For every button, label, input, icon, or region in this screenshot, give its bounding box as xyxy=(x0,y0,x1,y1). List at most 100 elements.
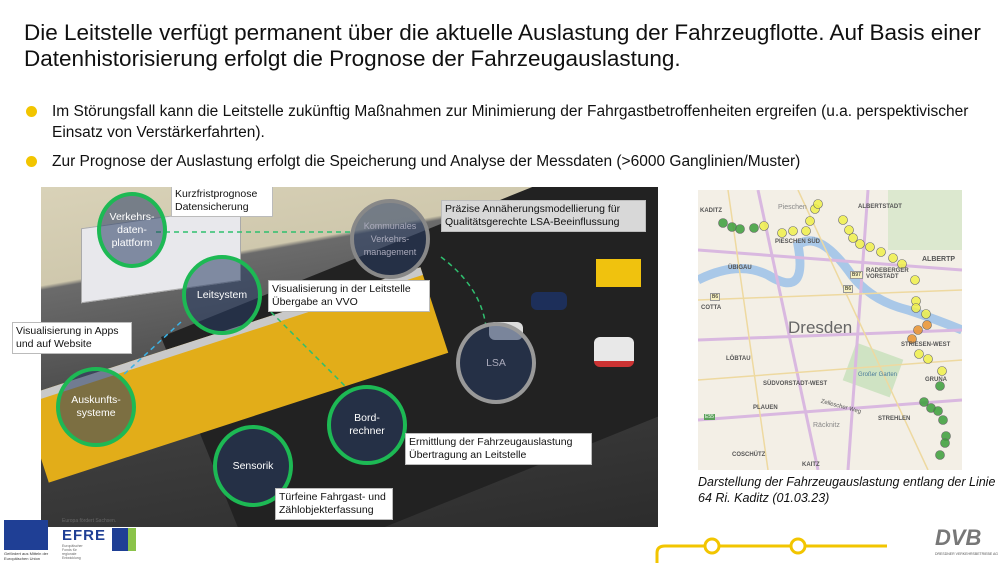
road-sign: B97 xyxy=(850,271,863,279)
node-verkehrsdatenplattform: Verkehrs-daten-plattform xyxy=(97,192,167,268)
load-dot-low xyxy=(935,381,945,391)
bullet-list: Im Störungsfall kann die Leitstelle zukü… xyxy=(24,101,984,180)
load-dots xyxy=(718,199,951,460)
load-dot-medium xyxy=(759,221,769,231)
load-dot-low xyxy=(938,415,948,425)
load-dot-high xyxy=(907,334,917,344)
map-place-label: PIESCHEN SÜD xyxy=(775,239,821,245)
map-place-label: STRIESEN-WEST xyxy=(901,342,951,348)
label-tuerfeine-erfassung: Türfeine Fahrgast- und Zählobjekterfassu… xyxy=(275,488,393,520)
road-sign: B6 xyxy=(710,293,721,301)
load-dot-medium xyxy=(844,225,854,235)
map-place-label: ALBERTP xyxy=(922,256,956,263)
map-city-label: Dresden xyxy=(788,318,853,337)
map-base xyxy=(698,190,962,470)
load-dot-low xyxy=(933,406,943,416)
load-dot-medium xyxy=(813,199,823,209)
node-label: Bord-rechner xyxy=(349,412,385,437)
node-auskunftssysteme: Auskunfts-systeme xyxy=(56,367,136,447)
road-sign: B6 xyxy=(843,285,854,293)
load-dot-low xyxy=(935,450,945,460)
load-dot-medium xyxy=(911,303,921,313)
map-place-label: ALBERTSTADT xyxy=(858,204,902,210)
node-lsa: LSA xyxy=(456,322,536,404)
dvb-logo: DVB xyxy=(935,525,982,550)
bullet-text: Zur Prognose der Auslastung erfolgt die … xyxy=(52,153,801,170)
map-place-label: GRUNA xyxy=(925,377,947,383)
node-label: Sensorik xyxy=(232,459,274,472)
load-dot-medium xyxy=(865,242,875,252)
load-dot-medium xyxy=(897,259,907,269)
load-dot-medium xyxy=(888,253,898,263)
load-dot-medium xyxy=(848,233,858,243)
police-car xyxy=(594,337,634,367)
load-dot-medium xyxy=(921,309,931,319)
label-ermittlung-auslastung: Ermittlung der Fahrzeugauslastung Übertr… xyxy=(405,433,592,465)
map-place-label: Räcknitz xyxy=(813,422,840,429)
map-place-label: LÖBTAU xyxy=(726,356,751,362)
bullet-item: Im Störungsfall kann die Leitstelle zukü… xyxy=(24,101,984,143)
eu-funding-text: Gefördert aus Mitteln der Europäischen U… xyxy=(4,551,49,561)
node-kommunales-verkehrsmanagement: Kommunales Verkehrs-management xyxy=(350,199,430,279)
load-dot-medium xyxy=(788,226,798,236)
connection-lines xyxy=(120,231,487,388)
bullet-dot-icon xyxy=(26,106,37,117)
node-label: Leitsystem xyxy=(196,288,248,301)
line-load-map: Dresden KADITZ Pieschen ALBERTSTADT PIES… xyxy=(698,190,962,470)
node-label: Auskunfts-systeme xyxy=(71,394,121,419)
label-praezise-annaeherung: Präzise Annäherungsmodellierung für Qual… xyxy=(441,200,646,232)
dvb-subtitle: DRESDNER VERKEHRSBETRIEBE AG xyxy=(935,552,999,556)
load-dot-low xyxy=(727,222,737,232)
slide-title: Die Leitstelle verfügt permanent über di… xyxy=(24,20,981,71)
eu-flag-logo xyxy=(4,520,48,550)
map-place-label: Großer Garten xyxy=(858,372,898,378)
bullet-text: Im Störungsfall kann die Leitstelle zukü… xyxy=(52,103,969,141)
map-place-label: KADITZ xyxy=(700,208,722,214)
node-leitsystem: Leitsystem xyxy=(182,255,262,335)
load-dot-low xyxy=(749,223,759,233)
map-place-label: COTTA xyxy=(701,305,722,311)
load-dot-medium xyxy=(855,239,865,249)
map-place-label: STREHLEN xyxy=(878,416,911,422)
label-kurzfristprognose: Kurzfristprognose Datensicherung xyxy=(171,187,273,217)
node-label: Verkehrs-daten-plattform xyxy=(109,210,155,249)
road-sign: E55 xyxy=(704,414,715,420)
map-place-label: COSCHÜTZ xyxy=(732,452,766,458)
system-diagram-image: Verkehrs-daten-plattform Leitsystem Komm… xyxy=(41,187,658,527)
bullet-item: Zur Prognose der Auslastung erfolgt die … xyxy=(24,151,984,172)
load-dot-medium xyxy=(937,366,947,376)
map-place-label: SÜDVORSTADT-WEST xyxy=(763,381,828,387)
route-line-decoration xyxy=(655,537,887,563)
efre-tagline: Europa fördert Sachsen. xyxy=(62,518,117,524)
load-dot-medium xyxy=(777,228,787,238)
label-visualisierung-apps: Visualisierung in Apps und auf Website xyxy=(12,322,132,354)
bullet-dot-icon xyxy=(26,156,37,167)
load-dot-low xyxy=(940,438,950,448)
map-place-label: ÜBIGAU xyxy=(728,265,752,271)
load-dot-medium xyxy=(838,215,848,225)
efre-subtitle: Europäischer Fonds für regionale Entwick… xyxy=(62,544,83,560)
map-place-label: KAITZ xyxy=(802,462,820,468)
load-dot-high xyxy=(913,325,923,335)
sachsen-flag-logo xyxy=(112,528,136,551)
node-label: Kommunales Verkehrs-management xyxy=(363,220,417,257)
node-label: LSA xyxy=(486,356,506,369)
load-dot-medium xyxy=(876,247,886,257)
load-dot-low xyxy=(919,397,929,407)
load-dot-medium xyxy=(923,354,933,364)
node-bordrechner: Bord-rechner xyxy=(327,385,407,465)
map-place-label: Pieschen xyxy=(778,204,807,211)
load-dot-medium xyxy=(914,349,924,359)
efre-logo: EFRE xyxy=(62,527,107,544)
map-place-label: RADEBERGER VORSTADT xyxy=(866,268,909,280)
load-dot-medium xyxy=(801,226,811,236)
map-place-label: PLAUEN xyxy=(753,405,778,411)
load-dot-medium xyxy=(910,275,920,285)
label-visualisierung-leitstelle: Visualisierung in der Leitstelle Übergab… xyxy=(268,280,430,312)
load-dot-low xyxy=(718,218,728,228)
load-dot-low xyxy=(735,224,745,234)
map-caption: Darstellung der Fahrzeugauslastung entla… xyxy=(698,475,996,505)
car xyxy=(531,292,567,310)
load-dot-high xyxy=(922,320,932,330)
node-sensorik: Sensorik xyxy=(213,425,293,507)
